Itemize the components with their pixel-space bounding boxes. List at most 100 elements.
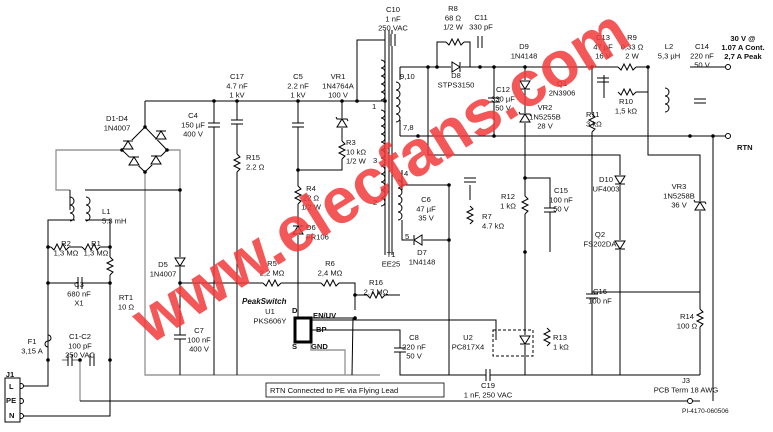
u1-ic-body bbox=[293, 316, 313, 344]
wire bbox=[311, 329, 401, 340]
c7-capacitor-bg bbox=[174, 335, 186, 339]
c14-capacitor-bg bbox=[694, 99, 706, 103]
c14-value-2: 50 V bbox=[694, 61, 711, 70]
junction-dot bbox=[447, 238, 451, 242]
r10-resistor-bg bbox=[618, 88, 636, 96]
c5-ref: C5 bbox=[293, 72, 303, 81]
bridge-diode-triangle bbox=[128, 156, 140, 166]
d9-diode bbox=[519, 80, 531, 90]
wire bbox=[20, 360, 111, 417]
d9-ref: D9 bbox=[519, 42, 529, 51]
c8-value-1: 220 nF bbox=[402, 342, 426, 351]
r9-ref: R9 bbox=[627, 33, 637, 42]
c5-value-1: 2.2 nF bbox=[287, 81, 309, 90]
j1-pin-l: L bbox=[9, 382, 14, 391]
f1-fuse bbox=[44, 334, 52, 348]
r13-resistor bbox=[542, 327, 552, 347]
wires bbox=[20, 30, 725, 417]
r3-ref: R3 bbox=[346, 138, 356, 147]
c2-capacitor-bg bbox=[90, 354, 94, 366]
r16-value-1: 2,7 MΩ bbox=[364, 287, 389, 296]
wire bbox=[427, 67, 621, 190]
c13-ref: C13 bbox=[596, 33, 610, 42]
junction-dot bbox=[108, 358, 112, 362]
d7-value-1: 1N4148 bbox=[409, 257, 436, 266]
c17-ref: C17 bbox=[230, 72, 244, 81]
vr3-zener-triangle bbox=[694, 201, 706, 211]
vr2-zener-triangle bbox=[519, 113, 531, 123]
wire bbox=[144, 172, 380, 376]
r13-resistor-bg bbox=[543, 328, 551, 346]
c13-value-2: 16 V bbox=[595, 52, 612, 61]
d8-schottky-triangle bbox=[451, 61, 461, 73]
vr1-ref: VR1 bbox=[331, 72, 346, 81]
junction-dot bbox=[416, 134, 420, 138]
l2-value-1: 5,3 µH bbox=[658, 51, 681, 60]
c16-value-1: 100 nF bbox=[588, 296, 612, 305]
rt1-thermistor-bg bbox=[106, 257, 114, 275]
d1d4-value-1: 1N4007 bbox=[104, 123, 131, 132]
t1-pin-9-10: 9,10 bbox=[400, 72, 415, 81]
t1-value-1: EE25 bbox=[382, 259, 401, 268]
r1-ref: R1 bbox=[91, 239, 101, 248]
r4-ref: R4 bbox=[306, 184, 316, 193]
watermark: www.elecfans.com bbox=[118, 0, 641, 357]
bridge-diode bbox=[128, 156, 140, 166]
c15-value-2: 50 V bbox=[553, 205, 570, 214]
u2-led bbox=[519, 335, 531, 345]
c12-value-1: 330 µF bbox=[491, 94, 515, 103]
junction-dot bbox=[78, 358, 82, 362]
c7-value-1: 100 nF bbox=[187, 335, 211, 344]
r7-ref: R7 bbox=[482, 212, 492, 221]
junction-dot bbox=[688, 134, 692, 138]
d10-value-1: UF4003 bbox=[592, 184, 619, 193]
bridge-diode bbox=[122, 140, 134, 150]
c15-capacitor-bg bbox=[544, 208, 556, 212]
r14-resistor bbox=[695, 308, 705, 328]
c6-capacitor-bg bbox=[464, 178, 476, 182]
bridge-diode bbox=[150, 155, 162, 165]
t1-pin-2: 2 bbox=[373, 198, 377, 207]
c7-ref: C7 bbox=[194, 326, 204, 335]
r12-resistor bbox=[520, 195, 530, 215]
r8-ref: R8 bbox=[448, 4, 458, 13]
r10-resistor bbox=[617, 87, 637, 97]
junction-dot bbox=[46, 281, 50, 285]
r16-resistor bbox=[366, 290, 386, 300]
c6-ref: C6 bbox=[421, 195, 431, 204]
vr2-value-2: 28 V bbox=[537, 122, 554, 131]
c1-capacitor-bg bbox=[68, 354, 72, 366]
c3-value-2: X1 bbox=[74, 299, 83, 308]
junction-dot bbox=[296, 168, 300, 172]
c12-ref: C12 bbox=[496, 85, 510, 94]
u2-value-1: PC817X4 bbox=[452, 342, 485, 351]
d1d4-ref: D1-D4 bbox=[106, 114, 128, 123]
u1-pin-d: D bbox=[292, 306, 298, 315]
bridge-diode-triangle bbox=[155, 130, 167, 140]
j1-pin-n: N bbox=[9, 411, 14, 420]
c4-value-1: 150 µF bbox=[181, 120, 205, 129]
r3-resistor-bg bbox=[338, 141, 346, 159]
bridge-diode-triangle bbox=[122, 140, 134, 150]
c8-capacitor-bg bbox=[394, 348, 406, 352]
junction-dot bbox=[590, 65, 594, 69]
r8-resistor bbox=[445, 37, 465, 47]
junction-dot bbox=[165, 148, 169, 152]
note-box bbox=[265, 382, 445, 398]
d7-ref: D7 bbox=[417, 248, 427, 257]
c1c2-ref: C1-C2 bbox=[69, 332, 91, 341]
r8-resistor-bg bbox=[446, 38, 464, 46]
j3-value-1: PCB Term 18 AWG bbox=[654, 385, 719, 394]
r12-value-1: 1 kΩ bbox=[500, 201, 516, 210]
terminal bbox=[725, 133, 731, 139]
junction-dot bbox=[235, 99, 239, 103]
wire bbox=[310, 340, 346, 375]
c6-value-2: 35 V bbox=[418, 214, 435, 223]
wire bbox=[47, 219, 75, 360]
r16-resistor-bg bbox=[367, 291, 385, 299]
r4-resistor-bg bbox=[294, 186, 302, 204]
r11-value-1: 3 kΩ bbox=[586, 119, 602, 128]
